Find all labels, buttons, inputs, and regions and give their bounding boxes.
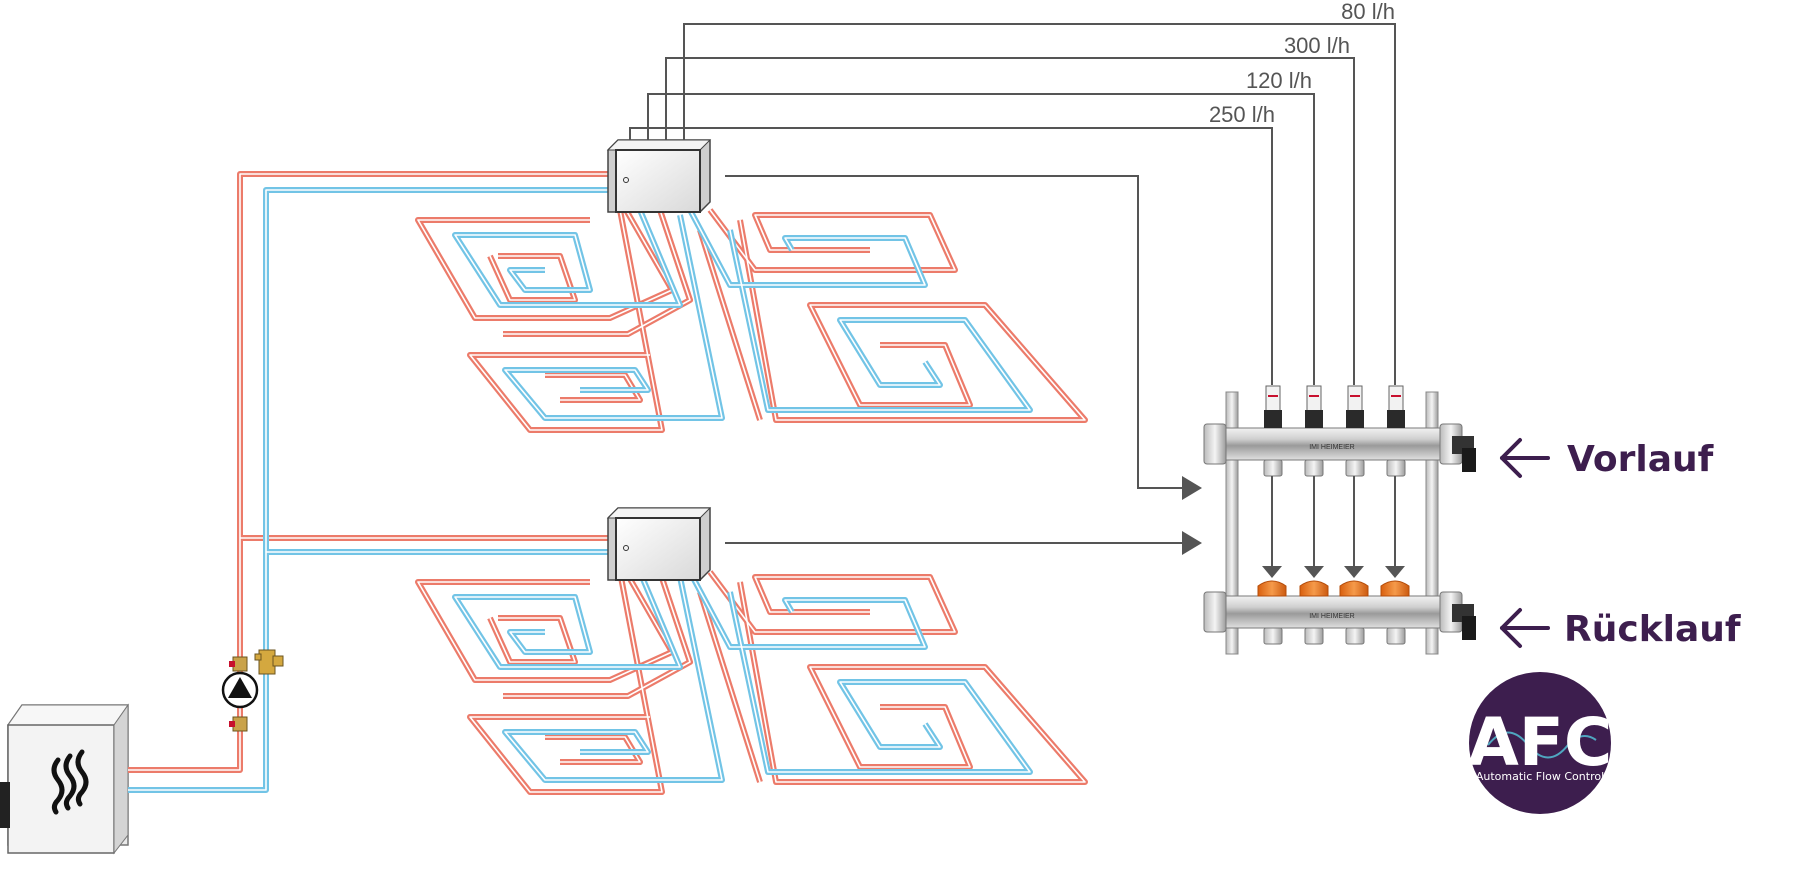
- floor-heating-circuits-lower: [415, 570, 1088, 795]
- actuator-valve: [1257, 580, 1287, 597]
- left-arrow-icon: [1500, 608, 1550, 648]
- signal-arrow: [1182, 476, 1202, 500]
- heat-waves-icon: [51, 749, 89, 815]
- manifold-brand-label: IMI HEIMEIER: [1309, 444, 1355, 451]
- supply-label: Vorlauf: [1567, 439, 1714, 480]
- left-arrow-icon: [1500, 438, 1550, 478]
- signal-arrowheads: [1262, 566, 1405, 578]
- return-outlets: [1263, 627, 1406, 645]
- flow-label-120: 120 l/h: [1246, 68, 1312, 93]
- afc-logo-text: AFC: [1468, 704, 1613, 781]
- manifold: [1203, 391, 1476, 655]
- afc-logo-subtitle: Automatic Flow Control: [1476, 770, 1604, 783]
- shutoff-valve: [229, 716, 248, 732]
- shutoff-valve: [229, 656, 248, 672]
- distribution-box-upper: [606, 139, 712, 213]
- bypass-valve: [254, 649, 284, 675]
- return-label: Rücklauf: [1564, 609, 1741, 650]
- actuator-valve: [1380, 580, 1410, 597]
- return-riser-pipe: [128, 187, 608, 793]
- boiler: [0, 703, 129, 855]
- supply-riser-core: [128, 173, 608, 771]
- signal-arrow: [1182, 531, 1202, 555]
- manifold-brand-label: IMI HEIMEIER: [1309, 613, 1355, 620]
- distribution-box-lower: [606, 507, 712, 581]
- signal-lines: [629, 23, 1396, 544]
- flow-meter: [1264, 385, 1282, 428]
- flow-meter: [1305, 385, 1323, 428]
- actuator-valve: [1339, 580, 1369, 597]
- flow-meter: [1387, 385, 1405, 428]
- floor-heating-circuits-upper: [415, 208, 1088, 433]
- pump-icon: [221, 671, 259, 709]
- flow-label-80: 80 l/h: [1341, 0, 1395, 24]
- afc-logo: [1469, 672, 1611, 814]
- signal-lines-to-valves: [1271, 476, 1396, 566]
- supply-outlets: [1263, 459, 1406, 477]
- flow-meter: [1346, 385, 1364, 428]
- flow-label-250: 250 l/h: [1209, 102, 1275, 127]
- return-riser-core: [128, 189, 608, 791]
- flow-label-300: 300 l/h: [1284, 33, 1350, 58]
- actuator-valve: [1299, 580, 1329, 597]
